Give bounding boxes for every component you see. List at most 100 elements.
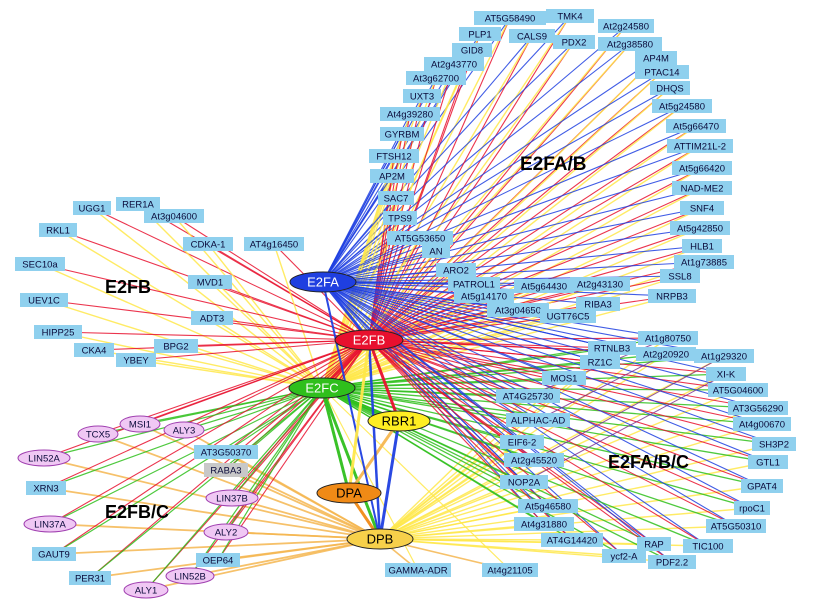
node-n90[interactable]: XRN3 (26, 481, 66, 495)
node-n87[interactable]: AT3G50370 (194, 445, 258, 459)
node-n75[interactable]: AT4g16450 (244, 237, 304, 251)
node-n38[interactable]: RIBA3 (576, 297, 620, 311)
node-n48[interactable]: AT5G04600 (708, 383, 768, 397)
node-n63[interactable]: AT4G14420 (541, 533, 603, 547)
node-n91[interactable]: LIN37B (205, 489, 259, 507)
node-n61[interactable]: AT5G50310 (706, 519, 766, 533)
hub-e2fc[interactable]: E2FC (288, 377, 356, 399)
node-n28[interactable]: AN (422, 244, 450, 258)
node-n25[interactable]: TPS9 (383, 211, 417, 225)
node-n98[interactable]: ALY1 (123, 581, 169, 599)
node-n4[interactable]: CALS9 (509, 29, 555, 43)
node-n50[interactable]: AT3G56290 (728, 401, 788, 415)
node-n49[interactable]: AT4G25730 (496, 389, 560, 403)
node-n13[interactable]: UXT3 (403, 89, 441, 103)
node-n64[interactable]: RAP (637, 537, 671, 551)
node-n84[interactable]: MSI1 (119, 415, 161, 433)
hub-rbr1[interactable]: RBR1 (367, 410, 431, 432)
node-n43[interactable]: At2g20920 (636, 347, 696, 361)
node-n31[interactable]: ARO2 (436, 263, 476, 277)
node-n27[interactable]: AT5G53650 (387, 231, 453, 245)
node-n23[interactable]: SAC7 (378, 191, 414, 205)
hub-dpa[interactable]: DPA (316, 482, 382, 504)
node-n8[interactable]: AP4M (635, 51, 677, 65)
node-n37[interactable]: At5g14170 (454, 289, 514, 303)
hub-e2fb[interactable]: E2FB (334, 329, 404, 351)
node-n67[interactable]: PDF2.2 (648, 555, 696, 569)
node-n29[interactable]: HLB1 (682, 239, 722, 253)
node-n66[interactable]: ycf2-A (602, 549, 646, 563)
node-n16[interactable]: At5g66470 (666, 119, 726, 133)
node-n33[interactable]: At2g43130 (570, 277, 630, 291)
node-n10[interactable]: PTAC14 (635, 65, 689, 79)
node-n76[interactable]: SEC10a (15, 257, 65, 271)
node-n36[interactable]: NRPB3 (648, 289, 696, 303)
node-n51[interactable]: ALPHAC-AD (506, 413, 570, 427)
node-n89[interactable]: RABA3 (204, 463, 248, 477)
node-n82[interactable]: CKA4 (74, 343, 114, 357)
node-n6[interactable]: At2g38580 (598, 37, 662, 51)
node-n65[interactable]: TIC100 (683, 539, 733, 553)
node-n12[interactable]: DHQS (650, 81, 690, 95)
node-n44[interactable]: At1g29320 (694, 349, 754, 363)
node-n55[interactable]: At2g45520 (504, 453, 564, 467)
node-n88[interactable]: LIN52A (17, 449, 71, 467)
node-n96[interactable]: PER31 (69, 571, 111, 585)
node-n18[interactable]: ATTIM21L-2 (667, 139, 733, 153)
node-n41[interactable]: At1g80750 (638, 331, 698, 345)
node-n81[interactable]: BPG2 (154, 339, 198, 353)
node-n78[interactable]: UEV1C (20, 293, 68, 307)
node-n3[interactable]: PLP1 (459, 27, 501, 41)
node-n59[interactable]: rpoC1 (734, 501, 770, 515)
node-n93[interactable]: ALY2 (203, 523, 249, 541)
node-n60[interactable]: At5g46580 (518, 499, 578, 513)
node-n9[interactable]: At2g43770 (424, 57, 484, 71)
node-n69[interactable]: GAMMA-ADR (385, 563, 451, 577)
node-n39[interactable]: At3g04650 (487, 303, 549, 317)
node-n56[interactable]: GTL1 (748, 455, 788, 469)
node-n92[interactable]: LIN37A (23, 515, 77, 533)
node-n42[interactable]: RTNLB3 (588, 341, 636, 355)
node-n20[interactable]: At5g66420 (672, 161, 732, 175)
node-n77[interactable]: MVD1 (188, 275, 232, 289)
node-n2[interactable]: At2g24580 (598, 19, 654, 33)
node-n72[interactable]: At3g04600 (144, 209, 204, 223)
node-n45[interactable]: RZ1C (580, 355, 620, 369)
node-n80[interactable]: HIPP25 (34, 325, 82, 339)
node-n97[interactable]: LIN52B (165, 567, 215, 585)
node-n57[interactable]: NOP2A (500, 475, 548, 489)
node-n53[interactable]: SH3P2 (752, 437, 796, 451)
node-n17[interactable]: GYRBM (380, 127, 424, 141)
node-n94[interactable]: GAUT9 (32, 547, 76, 561)
node-n74[interactable]: CDKA-1 (183, 237, 233, 251)
hub-dpb[interactable]: DPB (346, 528, 414, 550)
node-n52[interactable]: At4g00670 (733, 417, 791, 431)
node-n30[interactable]: At1g73885 (674, 255, 734, 269)
node-n15[interactable]: At4g39280 (380, 107, 440, 121)
node-n71[interactable]: RER1A (116, 197, 160, 211)
node-n14[interactable]: At5g24580 (652, 99, 712, 113)
node-n26[interactable]: At5g42850 (670, 221, 730, 235)
node-n22[interactable]: NAD-ME2 (672, 181, 732, 195)
node-n47[interactable]: XI-K (706, 367, 746, 381)
node-n7[interactable]: GID8 (452, 43, 492, 57)
node-n21[interactable]: AP2M (370, 169, 414, 183)
node-n58[interactable]: GPAT4 (741, 479, 783, 493)
node-n86[interactable]: TCX5 (77, 425, 119, 443)
node-n5[interactable]: PDX2 (553, 35, 595, 49)
node-n54[interactable]: EIF6-2 (500, 435, 544, 449)
node-n32[interactable]: SSL8 (660, 269, 700, 283)
node-n95[interactable]: OEP64 (196, 553, 240, 567)
node-n0[interactable]: AT5G58490 (474, 11, 546, 25)
node-n85[interactable]: ALY3 (163, 421, 205, 439)
node-n83[interactable]: YBEY (116, 353, 156, 367)
node-n70[interactable]: UGG1 (73, 201, 111, 215)
node-n1[interactable]: TMK4 (546, 9, 594, 23)
node-n62[interactable]: At4g31880 (514, 517, 574, 531)
node-n35[interactable]: PATROL1 (448, 277, 500, 291)
node-n24[interactable]: SNF4 (680, 201, 724, 215)
node-n11[interactable]: At3g62700 (406, 71, 466, 85)
node-n34[interactable]: At5g64430 (514, 279, 574, 293)
node-n40[interactable]: UGT76C5 (540, 309, 596, 323)
node-n79[interactable]: ADT3 (191, 311, 233, 325)
